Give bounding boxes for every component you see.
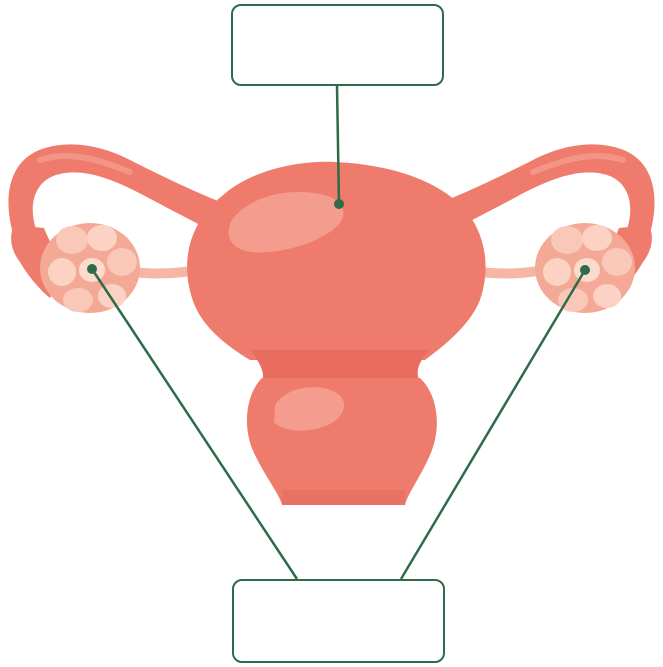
bottom-label-box[interactable] [232,579,445,663]
left-pointer-dot [87,264,97,274]
uterus [187,162,485,505]
top-label-box[interactable] [231,4,444,86]
top-pointer-dot [334,199,344,209]
right-pointer-dot [580,265,590,275]
